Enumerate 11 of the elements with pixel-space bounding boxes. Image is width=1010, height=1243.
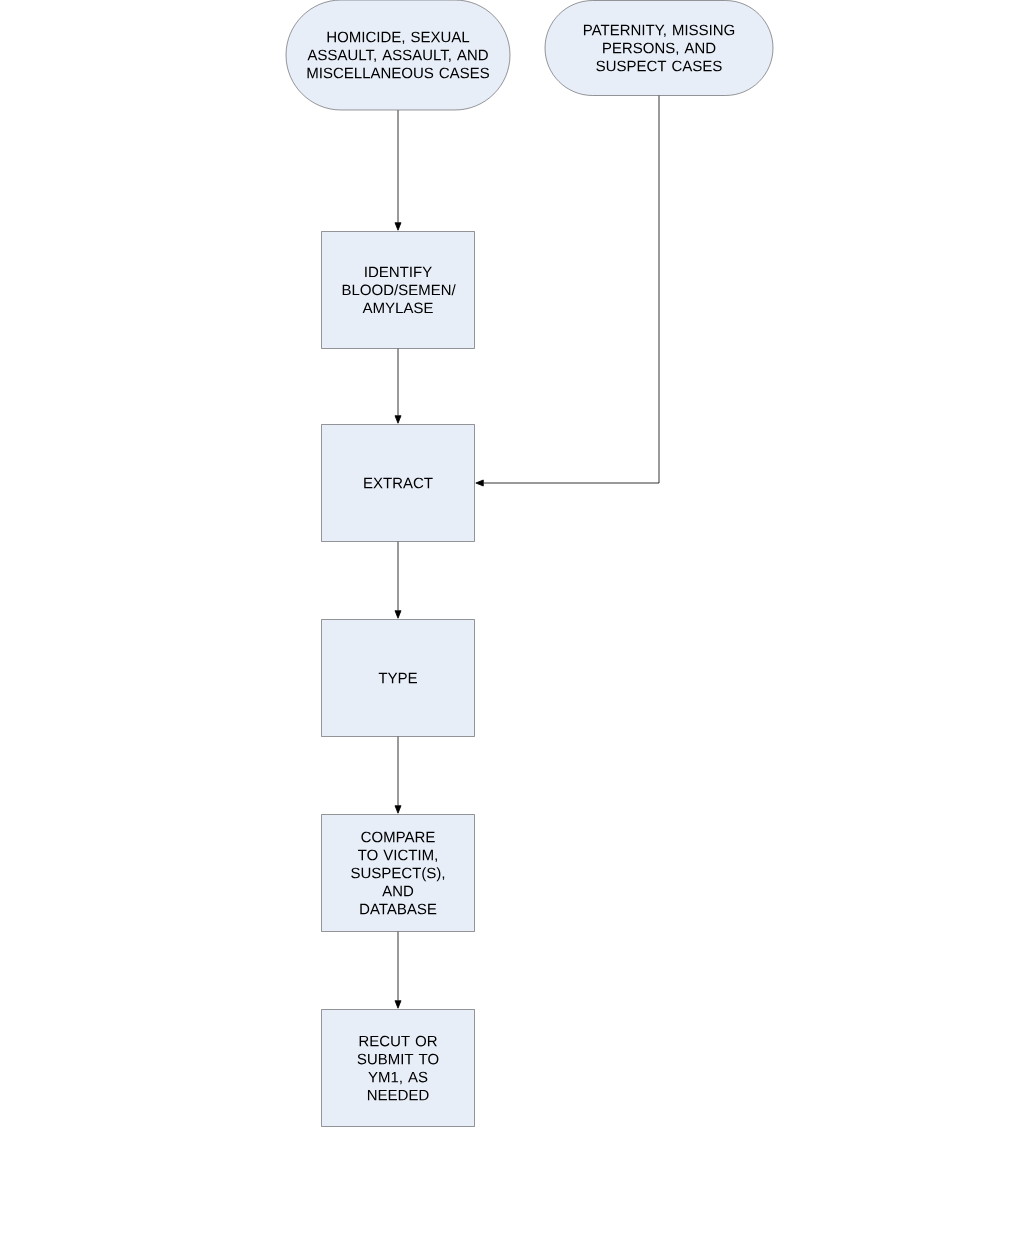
arrow — [394, 736, 402, 814]
arrow — [475, 95, 660, 487]
process-box: EXTRACT — [321, 424, 475, 542]
process-box: IDENTIFY BLOOD/SEMEN/ AMYLASE — [321, 231, 475, 349]
process-box: RECUT OR SUBMIT TO YM1, AS NEEDED — [321, 1009, 475, 1127]
arrow — [394, 931, 402, 1009]
process-box: TYPE — [321, 619, 475, 737]
arrow — [394, 109, 402, 231]
arrow — [394, 541, 402, 619]
process-box: COMPARE TO VICTIM, SUSPECT(S), AND DATABASE — [321, 814, 475, 932]
arrow — [394, 348, 402, 424]
